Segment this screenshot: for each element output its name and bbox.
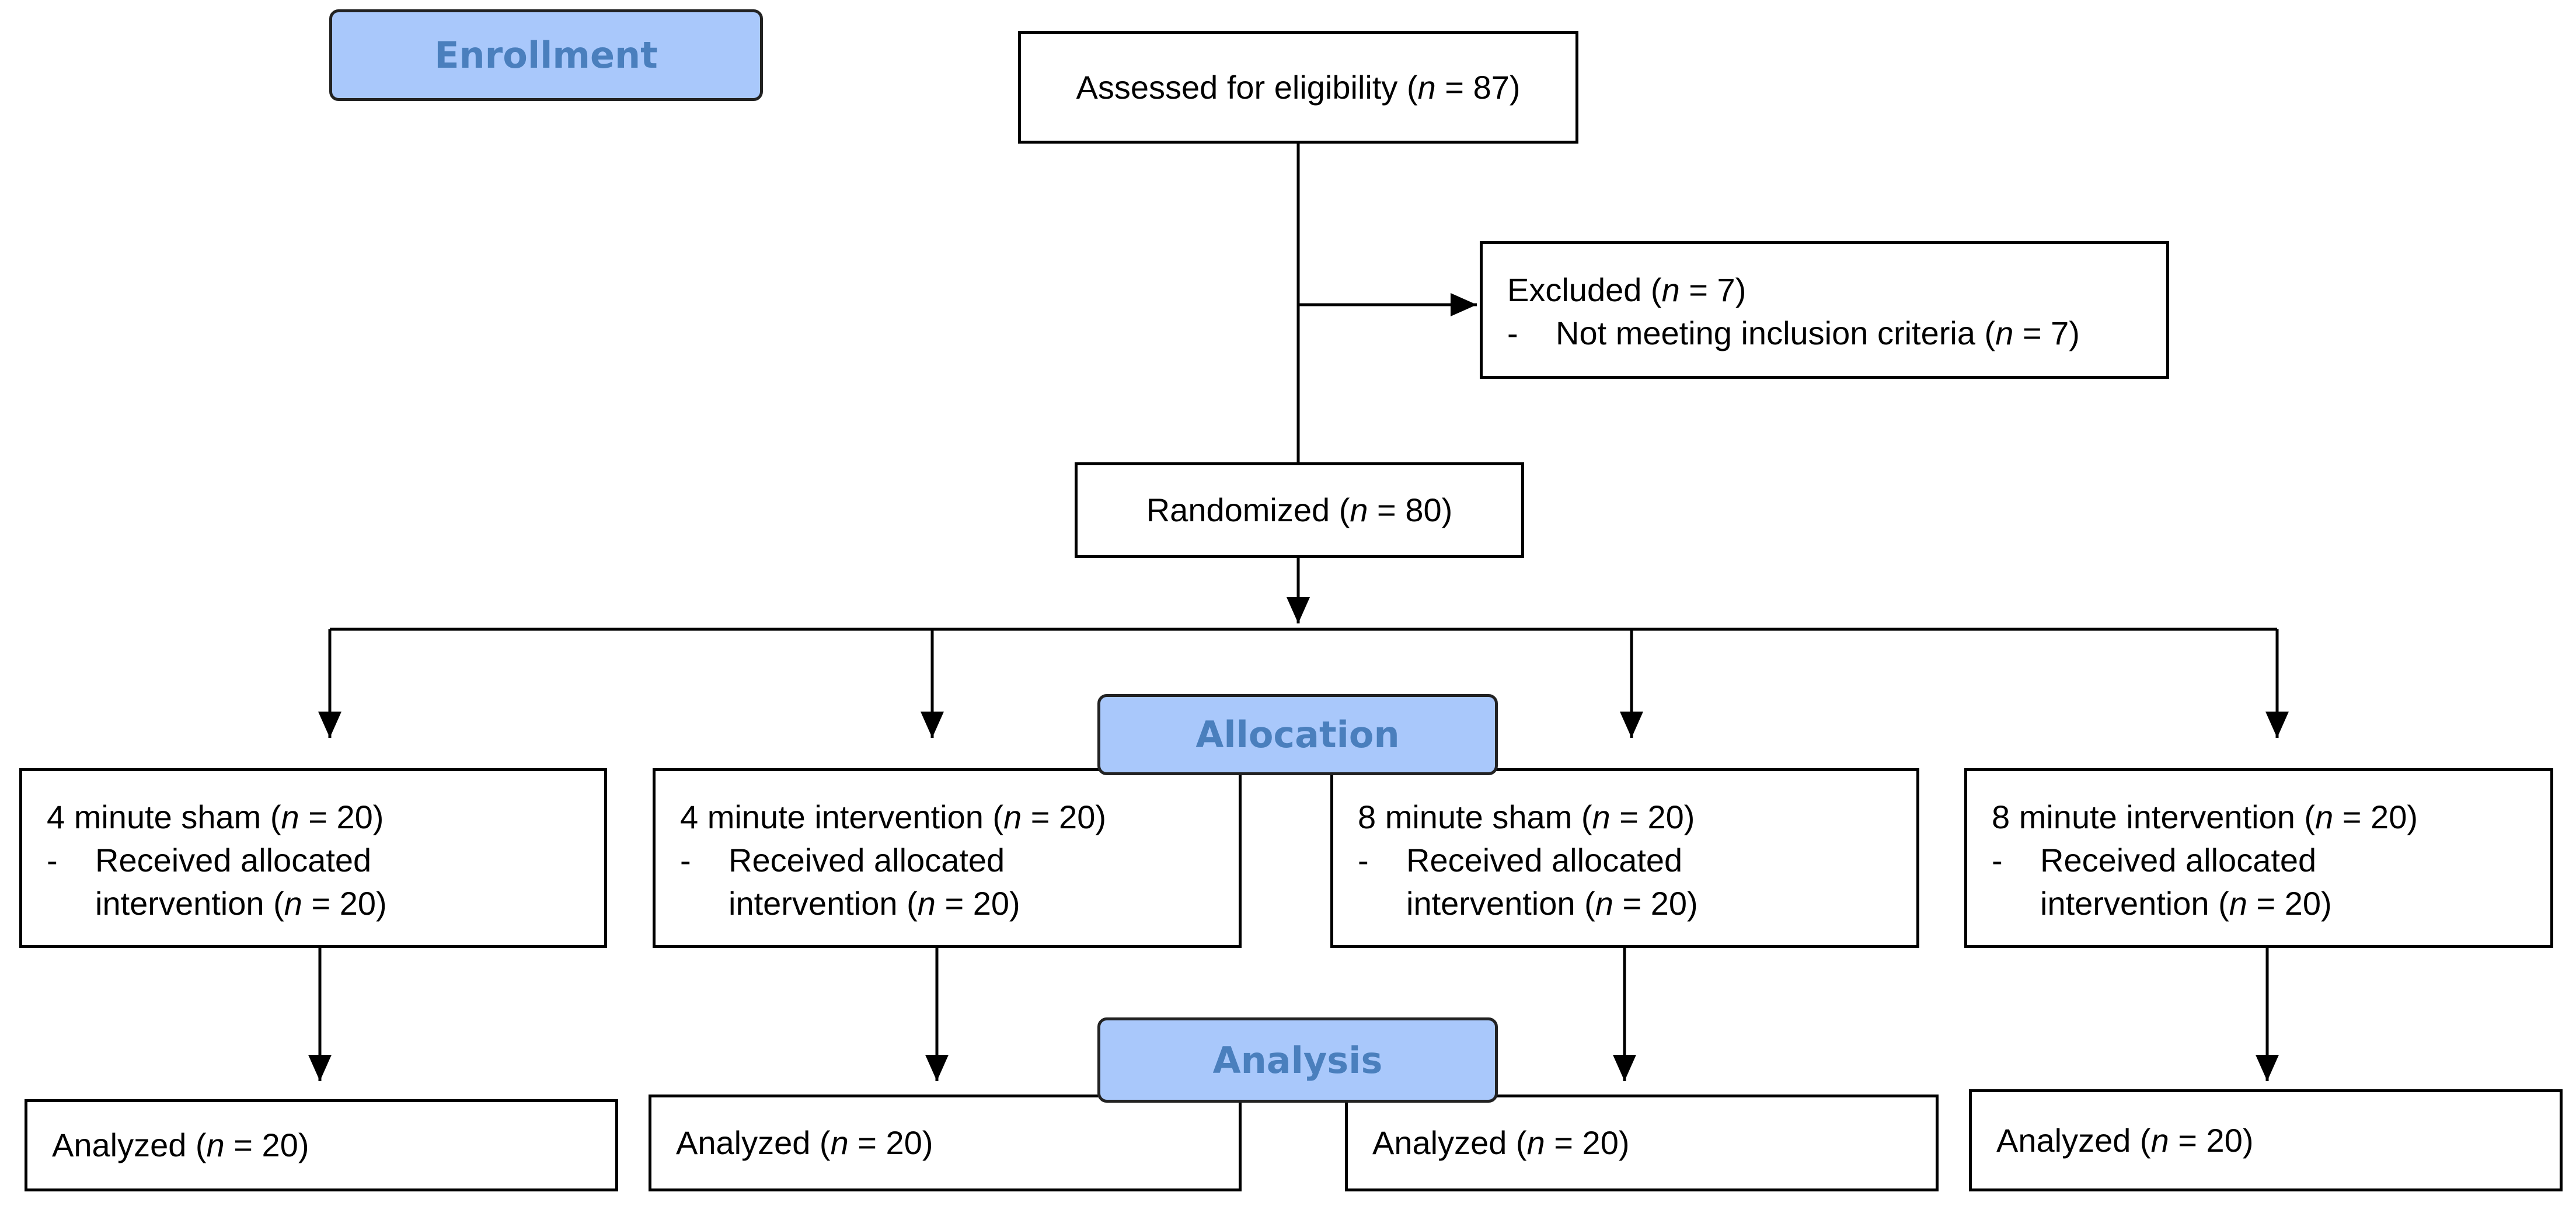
arm-title: 8 minute intervention (n = 20) <box>1992 799 2418 835</box>
arm-received-line-2: intervention (n = 20) <box>1406 885 1698 922</box>
analysis-phase-label: Analysis <box>1097 1017 1498 1103</box>
arm-box-4-minute-intervention: 4 minute intervention (n = 20) -Received… <box>653 768 1242 948</box>
arm-received-line-1: -Received allocated <box>1992 842 2317 879</box>
analyzed-text: Analyzed (n = 20) <box>1372 1124 1630 1161</box>
enrollment-phase-label: Enrollment <box>329 9 763 101</box>
analyzed-text: Analyzed (n = 20) <box>676 1124 933 1161</box>
analyzed-box-4-minute-sham: Analyzed (n = 20) <box>25 1099 618 1191</box>
excluded-title: Excluded (n = 7) <box>1507 271 1747 308</box>
arm-title: 4 minute sham (n = 20) <box>47 799 384 835</box>
analyzed-text: Analyzed (n = 20) <box>52 1127 309 1163</box>
arm-received-line-1: -Received allocated <box>1358 842 1683 879</box>
arm-title: 4 minute intervention (n = 20) <box>680 799 1106 835</box>
arm-received-line-2: intervention (n = 20) <box>2040 885 2332 922</box>
allocation-phase-label: Allocation <box>1097 694 1498 775</box>
randomized-text: Randomized (n = 80) <box>1146 492 1453 528</box>
arm-received-line-1: -Received allocated <box>680 842 1005 879</box>
allocation-label-text: Allocation <box>1195 713 1400 756</box>
analyzed-box-4-minute-intervention: Analyzed (n = 20) <box>649 1095 1242 1191</box>
arm-box-8-minute-intervention: 8 minute intervention (n = 20) -Received… <box>1964 768 2553 948</box>
analyzed-text: Analyzed (n = 20) <box>1996 1121 2254 1159</box>
arm-received-line-2: intervention (n = 20) <box>95 885 387 922</box>
analyzed-box-8-minute-intervention: Analyzed (n = 20) <box>1969 1089 2563 1191</box>
randomized-box: Randomized (n = 80) <box>1075 462 1524 558</box>
arm-received-line-2: intervention (n = 20) <box>728 885 1020 922</box>
assessed-box: Assessed for eligibility (n = 87) <box>1018 31 1578 144</box>
arm-title: 8 minute sham (n = 20) <box>1358 799 1695 835</box>
enrollment-label-text: Enrollment <box>434 34 658 76</box>
analysis-label-text: Analysis <box>1212 1038 1383 1082</box>
arm-box-4-minute-sham: 4 minute sham (n = 20) -Received allocat… <box>19 768 607 948</box>
excluded-box: Excluded (n = 7) -Not meeting inclusion … <box>1480 241 2169 379</box>
assessed-text: Assessed for eligibility (n = 87) <box>1076 68 1521 106</box>
excluded-reason: -Not meeting inclusion criteria (n = 7) <box>1507 315 2080 351</box>
analyzed-box-8-minute-sham: Analyzed (n = 20) <box>1345 1095 1939 1191</box>
arm-box-8-minute-sham: 8 minute sham (n = 20) -Received allocat… <box>1330 768 1919 948</box>
arm-received-line-1: -Received allocated <box>47 842 372 879</box>
